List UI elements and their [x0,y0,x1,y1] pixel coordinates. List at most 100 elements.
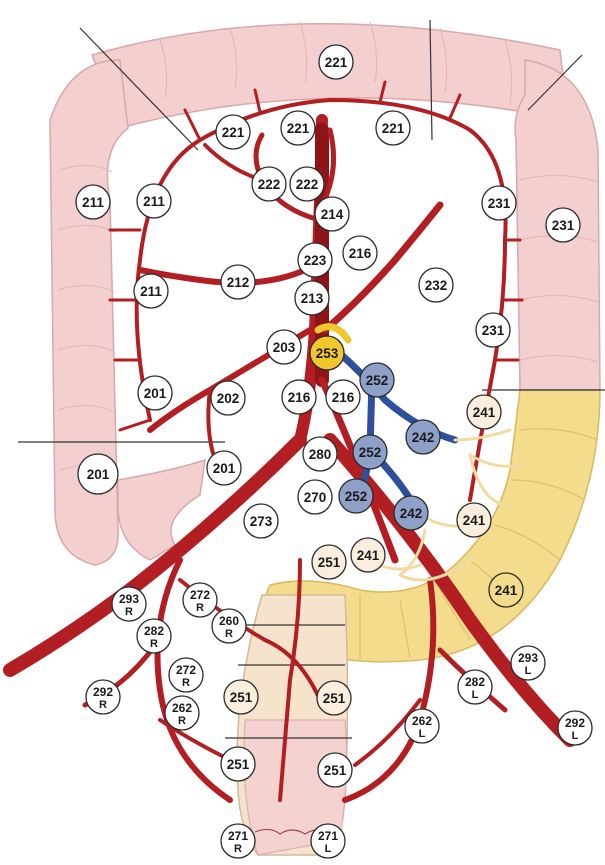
lymph-node-242-low: 242 [394,496,428,530]
lymph-node-251-top: 251 [312,545,346,579]
lymph-node-212: 212 [221,265,255,299]
lymph-node-241-sig: 241 [489,573,523,607]
lymph-node-label: 221 [222,125,245,140]
lymph-node-label: 223 [304,253,327,268]
lymph-node-231-inner: 231 [482,186,516,220]
lymph-node-293r: 293R [112,587,146,621]
lymph-node-label: 260 [219,614,239,628]
lymph-node-253: 253 [310,336,344,370]
lymph-node-label: 251 [323,691,346,706]
lymph-node-252-low: 252 [339,479,373,513]
lymph-node-side: L [419,728,426,740]
lymph-node-label: 251 [324,763,347,778]
lymph-node-label: 232 [425,278,448,293]
lymph-node-242-top: 242 [406,420,440,454]
lymph-node-side: L [325,843,332,855]
lymph-node-side: L [472,689,479,701]
lymph-node-label: 282 [465,675,485,689]
lymph-node-label: 241 [463,513,486,528]
lymph-node-side: R [150,638,158,650]
lymph-node-241-top: 241 [467,395,501,429]
lymph-node-221-right: 221 [376,111,410,145]
lymph-node-label: 201 [144,386,167,401]
lymph-node-label: 216 [288,390,311,405]
lymph-node-251-left: 251 [224,680,258,714]
lymph-node-293l: 293L [511,646,545,680]
lymph-node-201-outer: 201 [78,454,118,494]
lymph-node-label: 222 [258,177,281,192]
lymph-node-label: 231 [488,196,511,211]
lymph-node-label: 272 [176,663,196,677]
lymph-node-label: 282 [144,624,164,638]
lymph-node-label: 211 [82,195,104,210]
lymph-node-side: L [525,665,532,677]
lymph-node-213: 213 [295,281,329,315]
lymph-node-262l: 262L [405,709,439,743]
lymph-node-270: 270 [298,480,332,514]
lymph-node-241-low: 241 [351,538,385,572]
lymph-node-side: R [225,628,233,640]
lymph-node-273: 273 [244,504,278,538]
lymph-node-label: 280 [309,447,332,462]
lymph-node-label: 221 [382,121,405,136]
lymph-node-label: 262 [412,714,432,728]
lymph-node-222-left: 222 [252,167,286,201]
lymph-node-side: R [125,606,133,618]
lymph-node-label: 212 [227,275,250,290]
lymph-node-label: 270 [304,490,327,505]
lymph-node-223: 223 [298,243,332,277]
lymph-node-221-left: 221 [216,115,250,149]
lymph-node-label: 242 [400,506,423,521]
lymph-node-label: 231 [482,323,505,338]
lymph-node-201-lower: 201 [207,451,241,485]
lymph-node-side: R [178,715,186,727]
lymph-node-label: 293 [119,592,139,606]
lymph-node-label: 251 [230,690,253,705]
lymph-node-label: 221 [287,121,310,136]
lymph-node-203: 203 [267,330,301,364]
lymph-node-label: 201 [87,467,110,482]
lymph-node-221-top: 221 [319,45,353,79]
lymph-node-label: 293 [518,651,538,665]
lymph-node-211-upper: 211 [137,184,171,218]
lymph-node-252-top: 252 [360,363,394,397]
lymph-node-222-right: 222 [290,167,324,201]
lymph-node-label: 203 [273,340,296,355]
lymph-node-label: 241 [473,405,496,420]
lymph-node-201-mid: 201 [138,376,172,410]
lymph-node-252-mid: 252 [353,435,387,469]
lymph-node-label: 201 [213,461,236,476]
lymph-node-side: L [572,730,579,742]
lymph-node-label: 213 [301,291,324,306]
lymph-node-216-left: 216 [282,380,316,414]
lymph-node-221-mid: 221 [281,111,315,145]
lymph-node-label: 271 [228,829,248,843]
lymph-node-label: 252 [359,445,382,460]
lymph-node-side: R [99,699,107,711]
lymph-node-label: 214 [321,207,344,222]
lymph-node-label: 262 [172,701,192,715]
lymph-node-211-outer: 211 [76,185,110,219]
lymph-node-216-upper: 216 [343,236,377,270]
lymph-node-label: 292 [93,685,113,699]
lymph-node-label: 251 [318,555,341,570]
lymph-node-241-mid: 241 [457,503,491,537]
lymph-node-side: R [196,602,204,614]
lymph-node-232: 232 [419,268,453,302]
lymph-node-251-br: 251 [318,753,352,787]
lymph-node-label: 216 [332,390,355,405]
lymph-node-292r: 292R [86,680,120,714]
lymph-node-label: 292 [565,716,585,730]
lymph-node-292l: 292L [558,711,592,745]
lymph-node-label: 216 [349,246,372,261]
lymph-node-label: 241 [357,548,380,563]
lymph-node-label: 241 [495,583,518,598]
lymph-node-260r: 260R [212,609,246,643]
lymph-node-label: 252 [366,373,389,388]
lymph-node-label: 251 [227,757,250,772]
